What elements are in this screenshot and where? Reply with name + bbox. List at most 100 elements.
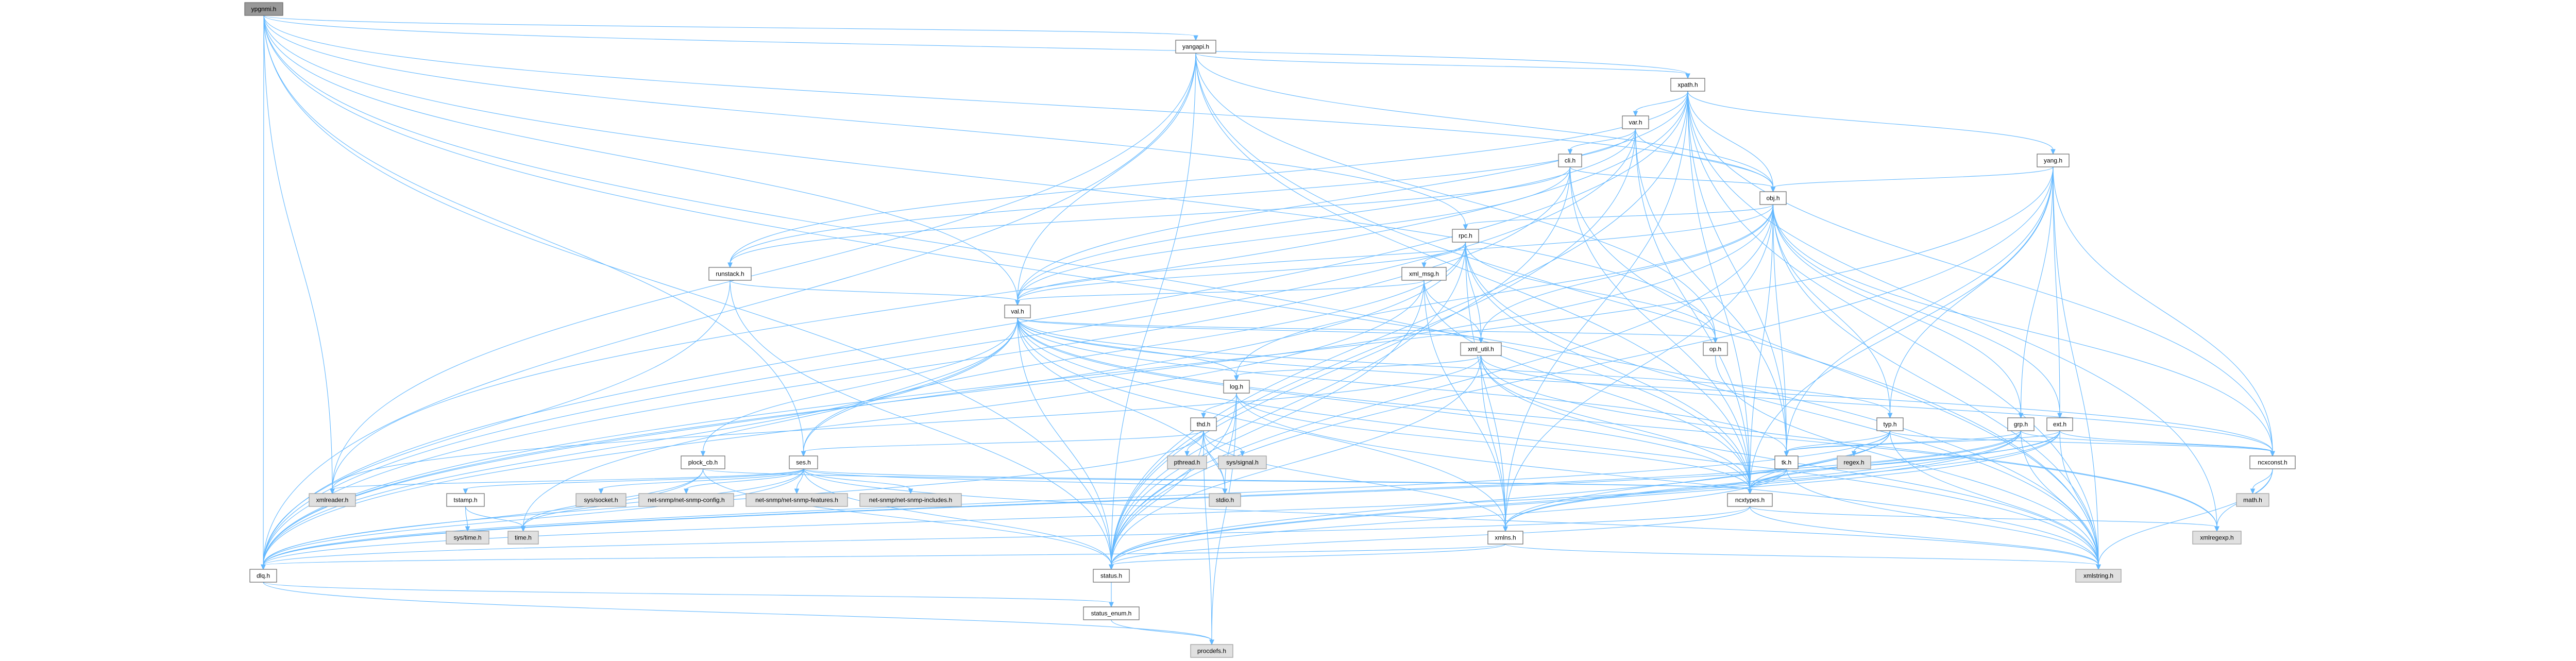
node-tk[interactable]: tk.h (1774, 455, 1799, 469)
dependency-edge-ncxtypes-to-dlq (263, 506, 1751, 566)
dependency-edge-obj-to-tk (1772, 204, 1787, 452)
arrowhead-icon (2214, 526, 2219, 532)
dependency-edge-xpath-to-ncxconst (1687, 91, 2273, 452)
node-label: stdio.h (1216, 497, 1234, 504)
node-status[interactable]: status.h (1093, 569, 1130, 583)
dependency-edge-rpc-to-status (1111, 242, 1466, 566)
dependency-edge-log-to-ncxtypes (1236, 393, 1751, 490)
dependency-edge-xml_util-to-xmlregexp (1480, 355, 2217, 528)
node-rpc[interactable]: rpc.h (1452, 229, 1479, 243)
dependency-edge-ypgnmi-to-yangapi (263, 15, 1196, 37)
node-obj[interactable]: obj.h (1759, 191, 1787, 205)
dependency-edge-ses-to-dlq (263, 468, 804, 566)
node-label: ext.h (2053, 421, 2066, 428)
dependency-edge-thd-to-xmlns (1203, 430, 1506, 528)
dependency-edge-yang-to-ext (2053, 166, 2060, 414)
node-label: grp.h (2014, 421, 2028, 428)
arrowhead-icon (684, 488, 689, 495)
dependency-edge-typ-to-ncxconst (1889, 430, 2273, 452)
node-label: pthread.h (1174, 459, 1200, 466)
dependency-edge-xpath-to-xmlstring (1687, 91, 2099, 566)
dependency-edge-val-to-status (1017, 317, 1112, 566)
node-plock-cb[interactable]: plock_cb.h (681, 455, 725, 469)
node-regex: regex.h (1837, 455, 1871, 469)
dependency-edge-obj-to-rpc (1465, 204, 1774, 226)
node-runstack[interactable]: runstack.h (708, 267, 752, 281)
dependency-edge-yangapi-to-val (1017, 53, 1196, 301)
arrowhead-icon (1109, 602, 1114, 608)
arrowhead-icon (801, 451, 806, 457)
dependency-edge-yang-to-ncxconst (2053, 166, 2273, 452)
dependency-edge-xpath-to-val (1017, 91, 1688, 301)
node-box (1083, 606, 1140, 620)
node-box (1487, 531, 1523, 545)
node-dlq[interactable]: dlq.h (249, 569, 277, 583)
arrowhead-icon (2270, 451, 2275, 457)
node-cli[interactable]: cli.h (1558, 154, 1582, 167)
arrowhead-icon (1193, 35, 1198, 41)
dependency-edge-obj-to-val (1017, 204, 1774, 301)
node-var[interactable]: var.h (1622, 115, 1649, 129)
dependency-edge-yang-to-xmlstring (2053, 166, 2099, 566)
dependency-edge-ncxconst-to-math (2252, 468, 2273, 490)
node-op[interactable]: op.h (1703, 342, 1728, 356)
node-box (1759, 191, 1787, 205)
dependency-edge-yang-to-tk (1786, 166, 2054, 452)
dependency-edge-obj-to-xmlns (1505, 204, 1774, 528)
dependency-edge-val-to-ses (803, 317, 1018, 452)
node-xmlreader: xmlreader.h (309, 493, 356, 507)
node-yang[interactable]: yang.h (2037, 154, 2070, 167)
node-log[interactable]: log.h (1223, 380, 1250, 394)
node-xmlns[interactable]: xmlns.h (1487, 531, 1523, 545)
node-box (507, 531, 539, 545)
node-box (2075, 569, 2122, 583)
dependency-edge-xml_util-to-ncxtypes (1480, 355, 1751, 490)
dependency-edge-yang-to-ncxtypes (1749, 166, 2054, 490)
dependency-edge-xpath-to-runstack (730, 91, 1688, 264)
dependency-edge-xmlns-to-dlq (263, 544, 1506, 566)
node-box (2037, 154, 2070, 167)
node-box (1460, 342, 1502, 356)
node-xpath[interactable]: xpath.h (1670, 78, 1705, 92)
dependency-edge-runstack-to-val (730, 280, 1018, 301)
node-ses[interactable]: ses.h (789, 455, 818, 469)
node-grp[interactable]: grp.h (2007, 417, 2035, 431)
dependency-edge-ext-to-xmlstring (2059, 430, 2099, 566)
node-box (446, 531, 489, 545)
node-xml-util[interactable]: xml_util.h (1460, 342, 1502, 356)
node-ext[interactable]: ext.h (2046, 417, 2073, 431)
dependency-edge-var-to-obj (1635, 128, 1774, 188)
node-math: math.h (2236, 493, 2269, 507)
node-thd[interactable]: thd.h (1190, 417, 1217, 431)
arrowhead-icon (1633, 111, 1638, 117)
dependency-edge-ext-to-tk (1786, 430, 2060, 452)
node-box (244, 2, 283, 16)
dependency-edge-val-to-plock_cb (702, 317, 1018, 452)
node-status-enum[interactable]: status_enum.h (1083, 606, 1140, 620)
node-tstamp[interactable]: tstamp.h (446, 493, 485, 507)
dependency-edge-log-to-procdefs (1211, 393, 1237, 641)
dependency-edge-xml_msg-to-xmlns (1423, 280, 1506, 528)
dependency-edge-xml_msg-to-status (1111, 280, 1425, 566)
dependency-edge-val-to-xmlstring (1017, 317, 2099, 566)
dependency-edge-obj-to-ncxconst (1772, 204, 2273, 452)
node-val[interactable]: val.h (1004, 304, 1031, 318)
node-label: rpc.h (1459, 232, 1472, 240)
arrowhead-icon (1209, 639, 1214, 646)
dependency-edge-grp-to-ncxtypes (1749, 430, 2022, 490)
node-typ[interactable]: typ.h (1876, 417, 1904, 431)
dependency-edge-thd-to-ses (803, 430, 1204, 452)
arrowhead-icon (794, 488, 800, 495)
dependency-edge-log-to-stdio (1224, 393, 1237, 490)
node-ncxconst[interactable]: ncxconst.h (2249, 455, 2296, 469)
node-xml-msg[interactable]: xml_msg.h (1401, 267, 1447, 281)
node-box (1190, 644, 1233, 658)
dependency-edge-xpath-to-ncxtypes (1687, 91, 1751, 490)
node-ncxtypes[interactable]: ncxtypes.h (1727, 493, 1773, 507)
dependency-edge-rpc-to-xml_util (1465, 242, 1482, 339)
node-label: tk.h (1782, 459, 1791, 466)
node-yangapi[interactable]: yangapi.h (1175, 40, 1216, 54)
dependency-edge-op-to-xmlstring (1715, 355, 2099, 566)
node-label: xpath.h (1677, 81, 1698, 89)
